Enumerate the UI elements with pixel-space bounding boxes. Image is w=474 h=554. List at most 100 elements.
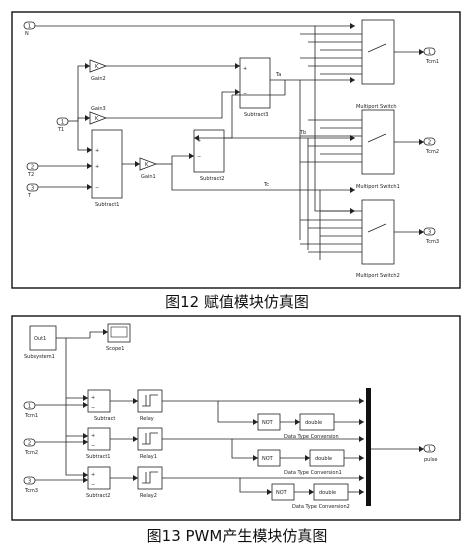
svg-text:1: 1 [428, 447, 432, 453]
wire-relay2-not [162, 477, 272, 495]
subtract-block-2[interactable]: + − Subtract2 [86, 466, 111, 499]
svg-text:+: + [95, 148, 99, 154]
outport-tcm2-label: Tcm2 [425, 149, 439, 155]
svg-text:+: + [243, 66, 247, 72]
multiport-switch-2[interactable]: Multiport Switch2 [356, 199, 400, 279]
inport-n[interactable]: 1 N [23, 21, 36, 37]
svg-text:+: + [91, 472, 95, 478]
subsystem1-block[interactable]: Out1 Subsystem1 [24, 325, 57, 360]
inport-t[interactable]: 3 T [26, 183, 39, 199]
gain2-block[interactable]: K Gain2 [89, 59, 108, 82]
svg-text:double: double [319, 490, 336, 496]
outport-tcm1[interactable]: 1 Tcm1 [423, 47, 439, 65]
gain1-block[interactable]: K Gain1 [139, 157, 158, 180]
relay-label-2: Relay2 [140, 493, 157, 499]
relay-label-0: Relay [140, 416, 154, 422]
dtc-label-0: Data Type Conversion [284, 434, 339, 440]
svg-text:NOT: NOT [262, 456, 274, 462]
svg-text:−: − [91, 443, 95, 449]
dtc-block-0[interactable]: double Data Type Conversion [284, 413, 339, 440]
not-block-1[interactable]: NOT [257, 449, 281, 467]
svg-text:double: double [315, 456, 332, 462]
not-block-2[interactable]: NOT [271, 483, 295, 501]
wire-t1-gain3 [77, 115, 90, 121]
fig12-frame [11, 11, 461, 289]
inport-t2-label: T2 [27, 172, 34, 178]
multiport-switch-0[interactable]: Multiport Switch [356, 19, 397, 110]
dtc-block-2[interactable]: double Data Type Conversion2 [292, 483, 350, 510]
gain3-block[interactable]: K Gain3 [89, 106, 108, 125]
multiport-switch-1[interactable]: Multiport Switch1 [356, 109, 400, 190]
subtract3-label: Subtract3 [244, 112, 269, 118]
wire-relay0-not [162, 400, 258, 425]
svg-text:1: 1 [428, 50, 432, 56]
subtract2-label: Subtract2 [200, 176, 225, 182]
wire-n-down [314, 26, 355, 214]
svg-text:+: + [197, 138, 201, 144]
wire-carrier-3 [65, 338, 88, 478]
subtract2-block[interactable]: + − Subtract2 [193, 129, 225, 182]
svg-text:3: 3 [428, 230, 432, 236]
fig12-diagram: 1 N 1 T1 K Gain2 K Gain3 [11, 11, 461, 289]
subtract-label-2: Subtract2 [86, 493, 111, 499]
outport-tcm3[interactable]: 3 Tcm3 [423, 227, 439, 245]
relay-block-0[interactable]: Relay [137, 389, 163, 422]
relay-block-1[interactable]: Relay1 [137, 427, 163, 460]
svg-text:2: 2 [31, 165, 35, 171]
subtract-label-0: Subtract [94, 416, 115, 422]
svg-text:+: + [91, 395, 95, 401]
subtract-block-1[interactable]: + − Subtract1 [86, 427, 111, 460]
fig13-frame [11, 315, 461, 521]
inport-tcm1[interactable]: 1 Tcm1 [23, 401, 38, 419]
svg-text:−: − [243, 91, 247, 97]
svg-text:double: double [305, 420, 322, 426]
dtc-block-1[interactable]: double Data Type Conversion1 [284, 449, 345, 476]
svg-text:3: 3 [31, 186, 35, 192]
subtract3-block[interactable]: + − Subtract3 [239, 57, 271, 118]
switch-label-2: Multiport Switch2 [356, 273, 400, 279]
subtract-label-1: Subtract1 [86, 454, 111, 460]
svg-text:NOT: NOT [262, 420, 274, 426]
inport-t2[interactable]: 2 T2 [26, 162, 39, 178]
outport-pulse-label: pulse [424, 457, 437, 463]
switch1-inputs [300, 119, 362, 163]
svg-text:−: − [95, 185, 99, 191]
switch-label-1: Multiport Switch1 [356, 184, 400, 190]
wire-relay1-not [162, 438, 258, 461]
fig13-caption: 图13 PWM产生模块仿真图 [147, 527, 328, 545]
gain3-label: Gain3 [91, 106, 106, 112]
subtract-block-0[interactable]: + − Subtract [87, 389, 115, 422]
svg-text:2: 2 [428, 140, 432, 146]
subtract1-block[interactable]: + + − Subtract1 [91, 129, 123, 208]
inport-t1[interactable]: 1 T1 [56, 117, 69, 133]
wire-t1-gain2 [77, 63, 90, 121]
scope1-label: Scope1 [106, 346, 124, 352]
svg-text:Out1: Out1 [34, 336, 46, 342]
wire-tc [171, 164, 355, 193]
inport-tcm2[interactable]: 2 Tcm2 [23, 438, 38, 456]
svg-text:K: K [95, 64, 99, 70]
gain2-label: Gain2 [91, 76, 106, 82]
svg-text:−: − [197, 154, 201, 160]
inport-n-label: N [25, 31, 29, 37]
svg-text:+: + [91, 433, 95, 439]
inport-tcm3[interactable]: 3 Tcm3 [23, 476, 38, 494]
inport-t-label: T [27, 193, 32, 199]
not-block-0[interactable]: NOT [257, 413, 281, 431]
scope1-block[interactable]: Scope1 [106, 323, 131, 352]
svg-text:−: − [91, 482, 95, 488]
signal-ta-label: Ta [275, 72, 281, 78]
outport-pulse[interactable]: 1 pulse [423, 444, 437, 463]
svg-text:1: 1 [28, 24, 32, 30]
outport-tcm1-label: Tcm1 [425, 59, 439, 65]
relay-block-2[interactable]: Relay2 [137, 466, 163, 499]
outport-tcm2[interactable]: 2 Tcm2 [423, 137, 439, 155]
mux-bar[interactable] [366, 388, 371, 506]
signal-tc-label: Tc [263, 182, 269, 188]
wire-t1-sub1 [77, 121, 92, 153]
gain1-label: Gain1 [141, 174, 156, 180]
dtc-label-2: Data Type Conversion2 [292, 504, 350, 510]
inport-tcm2-label: Tcm2 [24, 450, 38, 456]
svg-text:2: 2 [28, 441, 32, 447]
